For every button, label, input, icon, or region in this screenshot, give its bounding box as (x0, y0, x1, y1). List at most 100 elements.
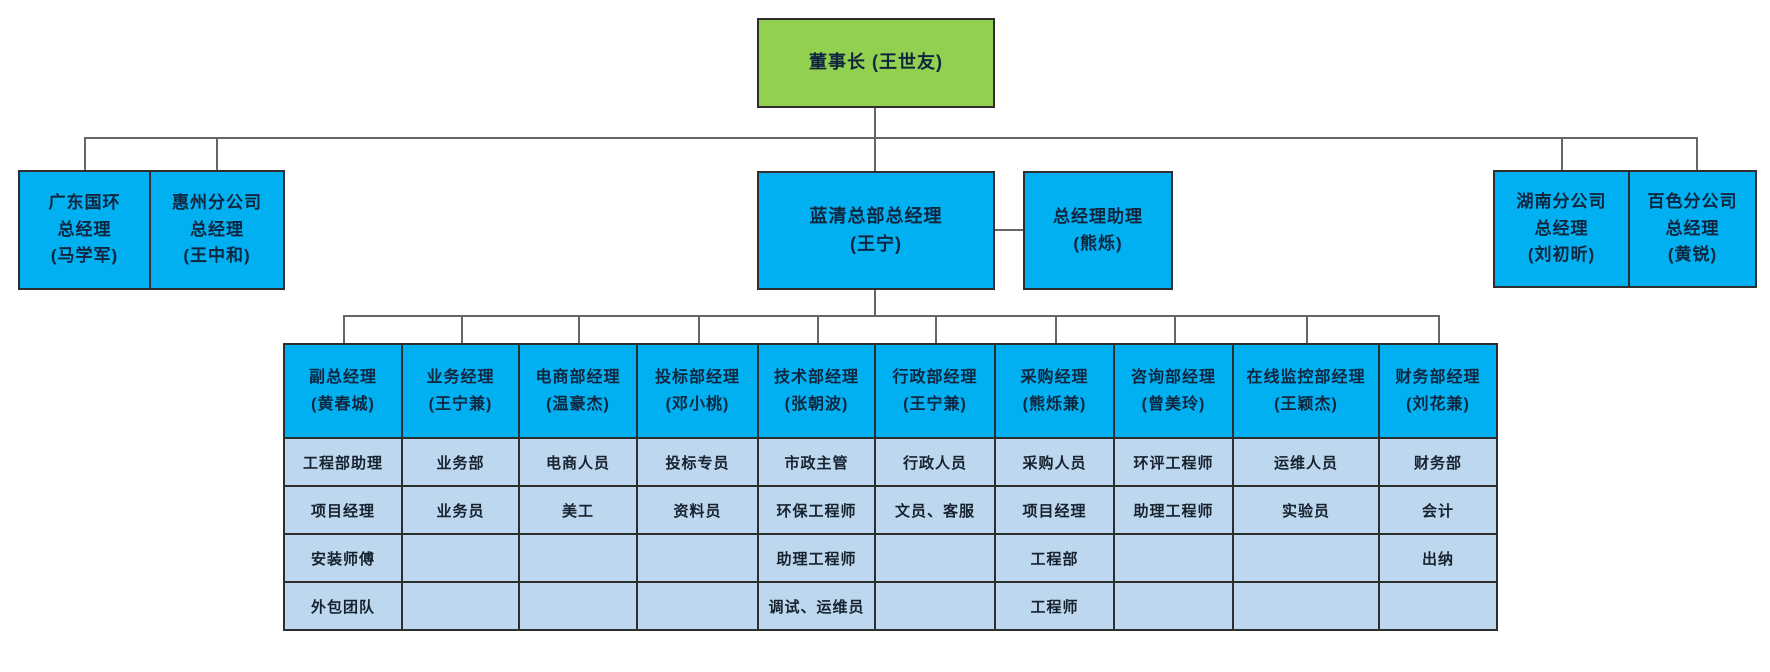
dept-manager-header-4: 投标部经理 (邓小桃) (638, 345, 759, 439)
staff-cell: 环保工程师 (759, 487, 876, 535)
connector-dept-stub (1306, 315, 1308, 343)
connector-stub-baise (1696, 137, 1698, 171)
dept-manager-header-3: 电商部经理 (温豪杰) (520, 345, 638, 439)
department-table: 副总经理(黄春城) 业务经理 (王宁兼) 电商部经理 (温豪杰) 投标部经理 (邓小桃) 技术… (283, 343, 1498, 631)
dept-manager-name: (温豪杰) (546, 395, 610, 413)
connector-dept-stub (1054, 315, 1057, 343)
staff-cell: 工程部 (996, 535, 1115, 583)
staff-cell: 行政人员 (876, 439, 996, 487)
staff-cell: 文员、客服 (876, 487, 996, 535)
staff-cell (1115, 535, 1234, 583)
node-guangdong-guohuan-gm: 广东国环 总经理 (马学军) (18, 170, 151, 290)
connector-chairman-drop (874, 108, 876, 139)
staff-cell (1380, 583, 1498, 631)
staff-cell: 市政主管 (759, 439, 876, 487)
staff-cell (1234, 535, 1380, 583)
dept-title: 咨询部经理 (1130, 368, 1216, 386)
connector-level3-rail (343, 315, 1440, 317)
staff-cell (638, 583, 759, 631)
staff-cell: 业务员 (403, 487, 520, 535)
dept-manager-header-10: 财务部经理 (刘花兼) (1380, 345, 1498, 439)
dept-title: 财务部经理 (1395, 368, 1481, 386)
staff-cell (1234, 583, 1380, 631)
dept-title: 技术部经理 (773, 368, 859, 386)
dept-manager-header-1: 副总经理(黄春城) (285, 345, 403, 439)
dept-title: 副总经理 (308, 368, 377, 386)
connector-dept-stub (935, 315, 937, 343)
connector-stub-hunan (1561, 137, 1563, 171)
dept-manager-name: (王宁兼) (903, 395, 967, 413)
connector-stub-hq (874, 137, 876, 172)
staff-cell: 环评工程师 (1115, 439, 1234, 487)
dept-manager-name: (王宁兼) (428, 395, 493, 413)
connector-assistant-link (995, 229, 1023, 231)
node-label: 惠州分公司 总经理 (王中和) (172, 193, 262, 266)
staff-cell: 工程部助理 (285, 439, 403, 487)
node-chairman-label: 董事长 (王世友) (809, 52, 943, 73)
node-gm-assistant: 总经理助理 (熊烁) (1023, 171, 1173, 290)
dept-manager-header-6: 行政部经理 (王宁兼) (876, 345, 996, 439)
dept-title: 业务经理 (426, 368, 495, 386)
dept-manager-name: (曾美玲) (1141, 395, 1206, 413)
node-label: 总经理助理 (熊烁) (1053, 207, 1143, 253)
staff-cell: 美工 (520, 487, 638, 535)
staff-cell (403, 583, 520, 631)
node-baise-branch-gm: 百色分公司 总经理 (黄锐) (1628, 170, 1757, 288)
staff-cell: 助理工程师 (1115, 487, 1234, 535)
dept-manager-header-5: 技术部经理 (张朝波) (759, 345, 876, 439)
node-label: 广东国环 总经理 (马学军) (48, 193, 121, 266)
connector-dept-stub (460, 315, 463, 343)
connector-stub-huizhou (216, 137, 218, 171)
node-label: 湖南分公司 总经理 (刘初昕) (1516, 192, 1607, 265)
staff-cell: 实验员 (1234, 487, 1380, 535)
staff-cell: 项目经理 (285, 487, 403, 535)
staff-cell: 电商人员 (520, 439, 638, 487)
staff-cell (638, 535, 759, 583)
staff-cell (403, 535, 520, 583)
dept-manager-header-8: 咨询部经理 (曾美玲) (1115, 345, 1234, 439)
staff-cell (1115, 583, 1234, 631)
dept-title: 采购经理 (1020, 368, 1089, 386)
staff-cell: 调试、运维员 (759, 583, 876, 631)
dept-manager-name: (张朝波) (784, 395, 849, 413)
staff-cell: 财务部 (1380, 439, 1498, 487)
dept-manager-header-2: 业务经理 (王宁兼) (403, 345, 520, 439)
connector-dept-stub (343, 315, 345, 343)
staff-cell: 投标专员 (638, 439, 759, 487)
staff-cell (876, 583, 996, 631)
connector-dept-stub (816, 315, 819, 343)
node-label: 百色分公司 总经理 (黄锐) (1647, 192, 1738, 265)
staff-cell: 业务部 (403, 439, 520, 487)
staff-cell (876, 535, 996, 583)
staff-cell: 项目经理 (996, 487, 1115, 535)
connector-dept-stub (578, 315, 580, 343)
node-hunan-branch-gm: 湖南分公司 总经理 (刘初昕) (1493, 170, 1630, 288)
dept-manager-name: (刘花兼) (1406, 395, 1470, 413)
dept-title: 电商部经理 (535, 368, 621, 386)
connector-level2-rail (84, 137, 1698, 139)
connector-dept-stub (697, 315, 700, 343)
dept-title: 行政部经理 (892, 368, 978, 386)
staff-cell (520, 535, 638, 583)
node-chairman: 董事长 (王世友) (757, 18, 995, 108)
staff-cell: 资料员 (638, 487, 759, 535)
staff-cell: 助理工程师 (759, 535, 876, 583)
dept-manager-name: (王颖杰) (1274, 395, 1338, 413)
dept-manager-name: (熊烁兼) (1022, 395, 1087, 413)
staff-cell: 运维人员 (1234, 439, 1380, 487)
node-lanqing-hq-gm: 蓝清总部总经理 (王宁) (757, 171, 995, 290)
dept-manager-name: (邓小桃) (665, 395, 730, 413)
staff-cell: 出纳 (1380, 535, 1498, 583)
staff-cell: 会计 (1380, 487, 1498, 535)
connector-dept-stub (1173, 315, 1176, 343)
connector-stub-guangdong (84, 137, 86, 171)
staff-cell: 工程师 (996, 583, 1115, 631)
staff-cell (520, 583, 638, 631)
dept-title: 投标部经理 (654, 368, 740, 386)
staff-cell: 采购人员 (996, 439, 1115, 487)
dept-manager-header-7: 采购经理 (熊烁兼) (996, 345, 1115, 439)
connector-hq-drop (874, 290, 876, 317)
dept-title: 在线监控部经理 (1246, 368, 1366, 386)
staff-cell: 外包团队 (285, 583, 403, 631)
